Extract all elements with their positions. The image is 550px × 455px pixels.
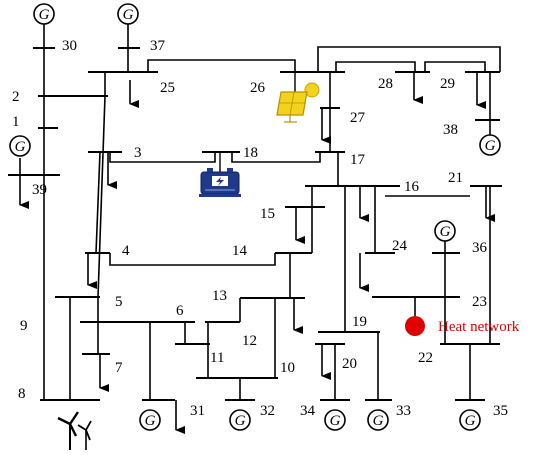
bus-label-11: 11	[210, 350, 224, 366]
line-26-28	[335, 61, 416, 72]
battery-terminal	[227, 168, 233, 172]
generator-symbol: G	[123, 7, 134, 23]
bus-label-39: 39	[32, 182, 47, 198]
bus-label-3: 3	[134, 145, 142, 161]
bus-label-25: 25	[160, 80, 175, 96]
bus-label-10: 10	[280, 360, 295, 376]
generator-icon	[229, 409, 251, 431]
bus-label-29: 29	[440, 76, 455, 92]
generator-symbol: G	[235, 413, 246, 429]
bus-label-8: 8	[18, 386, 26, 402]
generator-32: G	[229, 409, 251, 431]
bus-label-26: 26	[250, 80, 266, 96]
pv-grid-line	[289, 91, 295, 116]
bus-label-22: 22	[418, 350, 433, 366]
bus-label-28: 28	[378, 76, 393, 92]
generator-symbol: G	[485, 138, 496, 154]
wind-turbine-icon	[57, 411, 92, 450]
bus-label-36: 36	[472, 240, 488, 256]
line-3-18	[109, 152, 216, 163]
bus-label-30: 30	[62, 38, 77, 54]
generator-36: G	[434, 220, 456, 253]
bus-label-13: 13	[212, 288, 227, 304]
heat-network-icon	[405, 316, 425, 336]
bus-label-15: 15	[260, 206, 275, 222]
line-25-26	[147, 59, 296, 72]
generator-icon	[479, 134, 501, 156]
bus-label-31: 31	[190, 403, 205, 419]
bus-label-35: 35	[493, 403, 508, 419]
heat-network-label: Heat network	[438, 319, 520, 335]
bus-label-24: 24	[392, 238, 408, 254]
bus-label-23: 23	[472, 294, 487, 310]
generator-37: G	[117, 3, 139, 25]
bus-label-34: 34	[300, 403, 316, 419]
generator-symbol: G	[39, 7, 50, 23]
battery-terminal	[207, 168, 213, 172]
bus-label-2: 2	[12, 89, 20, 105]
turbine-blades	[57, 411, 79, 437]
battery-base	[199, 194, 241, 197]
bus-label-1: 1	[12, 114, 20, 130]
transmission-lines	[43, 14, 501, 400]
line-25-2-5	[97, 72, 106, 354]
generator-icon	[324, 409, 346, 431]
bus-label-21: 21	[448, 170, 463, 186]
generator-icon	[367, 409, 389, 431]
bus-label-4: 4	[122, 243, 130, 259]
bus-label-38: 38	[443, 122, 458, 138]
generator-icon	[139, 409, 161, 431]
generator-symbol: G	[465, 413, 476, 429]
generator-symbol: G	[145, 413, 156, 429]
generator-30: G	[33, 3, 55, 25]
generator-symbol: G	[440, 224, 451, 240]
line-3-4	[95, 151, 101, 254]
bus-label-9: 9	[20, 318, 28, 334]
generator-33: G	[367, 409, 389, 431]
bus-label-17: 17	[350, 152, 366, 168]
line-28-29	[424, 61, 486, 72]
loads	[19, 72, 495, 434]
generators: G G G G G G G G	[9, 3, 501, 431]
bus-label-20: 20	[342, 356, 357, 372]
generator-symbol: G	[15, 139, 26, 155]
generator-symbol: G	[330, 413, 341, 429]
bus-label-7: 7	[115, 360, 123, 376]
generator-34: G	[324, 409, 346, 431]
bus-label-33: 33	[396, 403, 411, 419]
bus-label-5: 5	[115, 294, 123, 310]
bus-label-37: 37	[150, 38, 166, 54]
generator-icon	[434, 220, 456, 242]
bus-label-19: 19	[352, 314, 367, 330]
generator-39: G	[9, 135, 31, 175]
generator-symbol: G	[373, 413, 384, 429]
sun-icon	[304, 82, 320, 98]
generator-icon	[9, 135, 31, 157]
generator-35: G	[459, 409, 481, 431]
bus-label-16: 16	[404, 179, 420, 195]
turbine-blades	[77, 420, 92, 441]
bus-labels: 30 37 2 1 39 25 26 28 29 27 38 3 18 17 1…	[12, 38, 508, 419]
bus-label-12: 12	[242, 333, 257, 349]
line-18-17	[231, 152, 321, 163]
battery-storage-icon	[199, 152, 241, 197]
generator-icon	[117, 3, 139, 25]
bus-label-6: 6	[176, 303, 184, 319]
line-4-14	[109, 253, 276, 266]
generator-icon	[33, 3, 55, 25]
bolt-icon	[216, 177, 224, 186]
bus-label-32: 32	[260, 403, 275, 419]
solar-panel-icon	[276, 72, 320, 123]
line-26-29	[317, 46, 501, 72]
bus-label-14: 14	[232, 243, 248, 259]
generator-icon	[459, 409, 481, 431]
bus-label-18: 18	[243, 145, 258, 161]
bus-label-27: 27	[350, 110, 366, 126]
generator-31: G	[139, 409, 161, 431]
generator-38: G	[479, 134, 501, 156]
